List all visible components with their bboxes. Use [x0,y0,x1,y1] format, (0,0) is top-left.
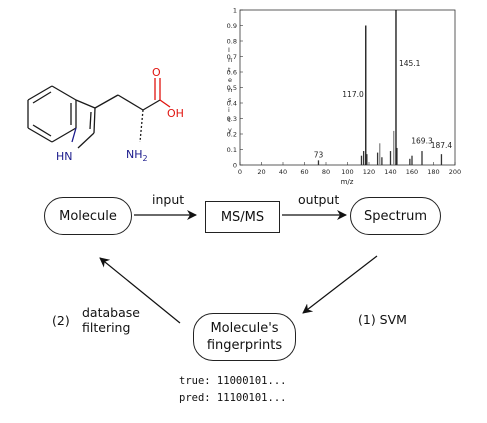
db-line1: database [82,305,140,320]
y-tick-label: 0.1 [227,146,237,154]
x-tick-label: 120 [363,168,375,176]
db-number-label: (2) [52,313,70,328]
x-tick-label: 160 [406,168,418,176]
molecule-node: Molecule [44,197,132,235]
y-tick-label: 1 [233,7,237,15]
db-filtering-label: database filtering [82,305,140,335]
output-label: output [298,192,340,207]
fingerprints-node: Molecule's fingerprints [193,313,296,361]
y-tick-label: 0.8 [227,38,237,46]
y-tick-label: 0.9 [227,22,237,30]
y-tick-label: 0.4 [227,100,237,108]
molecule-bonds [27,85,161,149]
peak-annotation: 117.0 [342,90,364,99]
x-tick-label: 80 [322,168,330,176]
o-label: O [152,66,161,79]
fingerprints-line2: fingerprints [206,338,283,353]
y-tick-label: 0.5 [227,84,237,92]
x-tick-label: 20 [257,168,265,176]
x-axis-label: m/z [341,178,354,186]
oxygen-bonds [154,78,171,108]
x-tick-label: 180 [427,168,439,176]
peak-annotation: 187.4 [431,141,453,150]
peak-annotation: 169.3 [411,136,433,145]
spectrum-node: Spectrum [350,197,441,235]
peak-annotation: 145.1 [399,59,421,68]
pred-fingerprint: pred: 11100101... [179,392,287,404]
arrow-filtering [99,257,181,324]
x-tick-label: 100 [341,168,353,176]
arrow-svm [302,255,378,314]
peak-annotation: 73 [314,150,324,159]
tryptophan-structure: HN NH2 O OH [27,66,184,163]
hn-label: HN [56,150,73,163]
y-tick-label: 0.7 [227,53,237,61]
nitrogen-bonds [71,127,77,143]
x-tick-label: 140 [384,168,396,176]
oh-label: OH [167,107,184,120]
y-tick-label: 0.3 [227,115,237,123]
y-tick-label: 0 [233,162,237,170]
true-fingerprint: true: 11000101... [179,375,287,387]
y-tick-label: 0.6 [227,69,237,77]
x-tick-label: 40 [279,168,287,176]
msms-node: MS/MS [205,201,280,233]
x-tick-label: 0 [238,168,242,176]
svm-label: (1) SVM [358,312,407,327]
input-label: input [152,192,185,207]
db-line2: filtering [82,320,131,335]
x-tick-label: 200 [449,168,461,176]
x-tick-label: 60 [300,168,308,176]
fingerprints-line1: Molecule's [210,321,279,336]
y-tick-label: 0.2 [227,131,237,139]
nh2-label: NH2 [126,148,148,163]
spectrum-chart: 0 0.1 0.2 0.3 0.4 0.5 0.6 0.7 0.8 0.9 1 0 20 40 60 80 1… [227,7,462,187]
